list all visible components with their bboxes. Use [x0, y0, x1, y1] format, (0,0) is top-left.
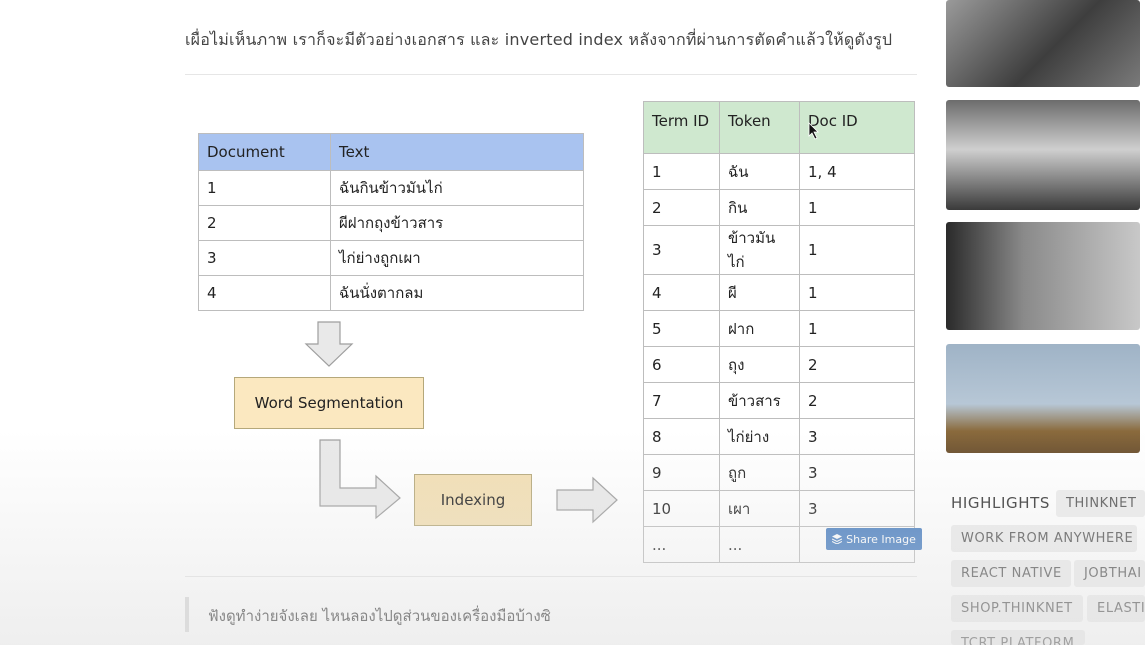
blockquote-bar — [185, 597, 189, 632]
table-cell: ถูก — [719, 454, 800, 491]
mouse-cursor-icon — [808, 122, 819, 140]
table-cell: 3 — [643, 225, 720, 275]
table-cell: ฉันนั่งตากลม — [330, 275, 584, 311]
table-cell: 1 — [799, 189, 915, 226]
table-cell: เผา — [719, 490, 800, 527]
table-cell: 2 — [643, 189, 720, 226]
table-cell: 4 — [198, 275, 331, 311]
related-post-photo[interactable] — [946, 222, 1140, 330]
blockquote-text: ฟังดูทำง่ายจังเลย ไหนลองไปดูส่วนของเครื่… — [208, 607, 551, 625]
table-cell: 6 — [643, 346, 720, 383]
table-cell: ข้าวสาร — [719, 382, 800, 419]
indexing-box: Indexing — [414, 474, 532, 526]
document-table-header: Document Text — [198, 133, 584, 171]
tag-thinknet[interactable]: THINKNET — [1056, 490, 1145, 517]
word-segmentation-box: Word Segmentation — [234, 377, 424, 429]
tag-elastic[interactable]: ELASTI — [1087, 595, 1145, 622]
table-cell: 1, 4 — [799, 153, 915, 190]
table-row: 4 ฉันนั่งตากลม — [198, 275, 584, 311]
tag-work-from-anywhere[interactable]: WORK FROM ANYWHERE — [951, 525, 1137, 552]
table-cell: 2 — [799, 346, 915, 383]
table-cell: 10 — [643, 490, 720, 527]
table-row: 3 ไก่ย่างถูกเผา — [198, 240, 584, 276]
table-cell: ผี — [719, 274, 800, 311]
table-row: 2 ผีฝากถุงข้าวสาร — [198, 205, 584, 241]
table-cell: 3 — [799, 490, 915, 527]
table-cell: 5 — [643, 310, 720, 347]
intro-text: เผื่อไม่เห็นภาพ เราก็จะมีตัวอย่างเอกสาร … — [185, 30, 893, 49]
table-cell: 1 — [643, 153, 720, 190]
column-header: Document — [198, 133, 331, 171]
tag-jobthai[interactable]: JOBTHAI — [1074, 560, 1145, 587]
right-arrow-icon — [556, 476, 618, 524]
table-cell: ฉัน — [719, 153, 800, 190]
table-cell: ผีฝากถุงข้าวสาร — [330, 205, 584, 241]
table-cell: 1 — [198, 170, 331, 206]
table-cell: 1 — [799, 274, 915, 311]
table-cell: 1 — [799, 225, 915, 275]
table-cell: ไก่ย่างถูกเผา — [330, 240, 584, 276]
highlights-label: HIGHLIGHTS : — [951, 494, 1061, 512]
down-arrow-icon — [304, 321, 354, 367]
divider — [185, 576, 917, 577]
table-cell: กิน — [719, 189, 800, 226]
share-image-label: Share Image — [846, 532, 916, 546]
tag-react-native[interactable]: REACT NATIVE — [951, 560, 1071, 587]
table-cell: 2 — [799, 382, 915, 419]
related-post-photo[interactable] — [946, 344, 1140, 453]
bent-arrow-icon — [319, 439, 401, 520]
table-cell: 7 — [643, 382, 720, 419]
related-post-photo[interactable] — [946, 0, 1140, 87]
table-cell: 1 — [799, 310, 915, 347]
column-header: Token — [719, 101, 800, 154]
divider — [185, 74, 917, 75]
layers-icon — [832, 534, 843, 544]
index-table-header: Term ID Token Doc ID — [643, 101, 915, 154]
table-cell: 4 — [643, 274, 720, 311]
document-table: Document Text 1 ฉันกินข้าวมันไก่ 2 ผีฝาก… — [198, 133, 584, 311]
table-cell: 3 — [799, 418, 915, 455]
column-header: Doc ID — [799, 101, 915, 154]
table-cell: 3 — [198, 240, 331, 276]
table-cell: ฉันกินข้าวมันไก่ — [330, 170, 584, 206]
table-cell: 3 — [799, 454, 915, 491]
tag-tcrt-platform[interactable]: TCRT PLATFORM — [951, 630, 1085, 645]
table-cell: 2 — [198, 205, 331, 241]
table-cell: ข้าวมันไก่ — [719, 225, 800, 275]
related-post-photo[interactable] — [946, 100, 1140, 210]
table-cell: ... — [719, 526, 800, 563]
table-cell: ฝาก — [719, 310, 800, 347]
table-cell: 9 — [643, 454, 720, 491]
table-cell: ... — [643, 526, 720, 563]
table-row: 1 ฉันกินข้าวมันไก่ — [198, 170, 584, 206]
column-header: Text — [330, 133, 584, 171]
table-cell: ถุง — [719, 346, 800, 383]
column-header: Term ID — [643, 101, 720, 154]
table-cell: 8 — [643, 418, 720, 455]
share-image-button[interactable]: Share Image — [826, 528, 922, 550]
tag-shop-thinknet[interactable]: SHOP.THINKNET — [951, 595, 1083, 622]
table-cell: ไก่ย่าง — [719, 418, 800, 455]
